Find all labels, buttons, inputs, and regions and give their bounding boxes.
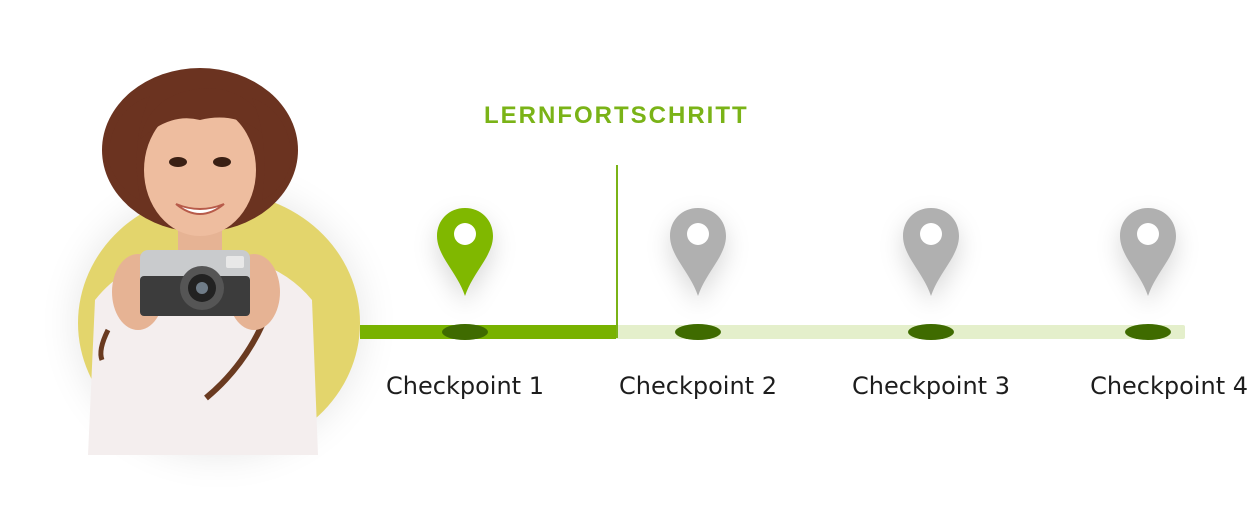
checkpoint-label: Checkpoint 1 (386, 372, 544, 400)
checkpoint-base (442, 324, 488, 340)
checkpoint-label: Checkpoint 3 (852, 372, 1010, 400)
progress-marker (616, 165, 618, 338)
checkpoint-base (675, 324, 721, 340)
location-pin-icon (437, 208, 493, 296)
checkpoint-3[interactable]: Checkpoint 3 (831, 200, 1031, 410)
page-title: LERNFORTSCHRITT (484, 102, 749, 129)
avatar (78, 68, 360, 455)
checkpoint-base (908, 324, 954, 340)
person-with-camera-photo (88, 68, 318, 455)
checkpoint-4[interactable]: Checkpoint 4 (1048, 200, 1248, 410)
progress-fill (360, 325, 616, 339)
location-pin-icon (903, 208, 959, 296)
checkpoint-label: Checkpoint 2 (619, 372, 777, 400)
location-pin-icon (670, 208, 726, 296)
location-pin-icon (1120, 208, 1176, 296)
checkpoint-base (1125, 324, 1171, 340)
checkpoint-label: Checkpoint 4 (1090, 372, 1248, 400)
checkpoint-2[interactable]: Checkpoint 2 (598, 200, 798, 410)
checkpoint-1[interactable]: Checkpoint 1 (365, 200, 565, 410)
